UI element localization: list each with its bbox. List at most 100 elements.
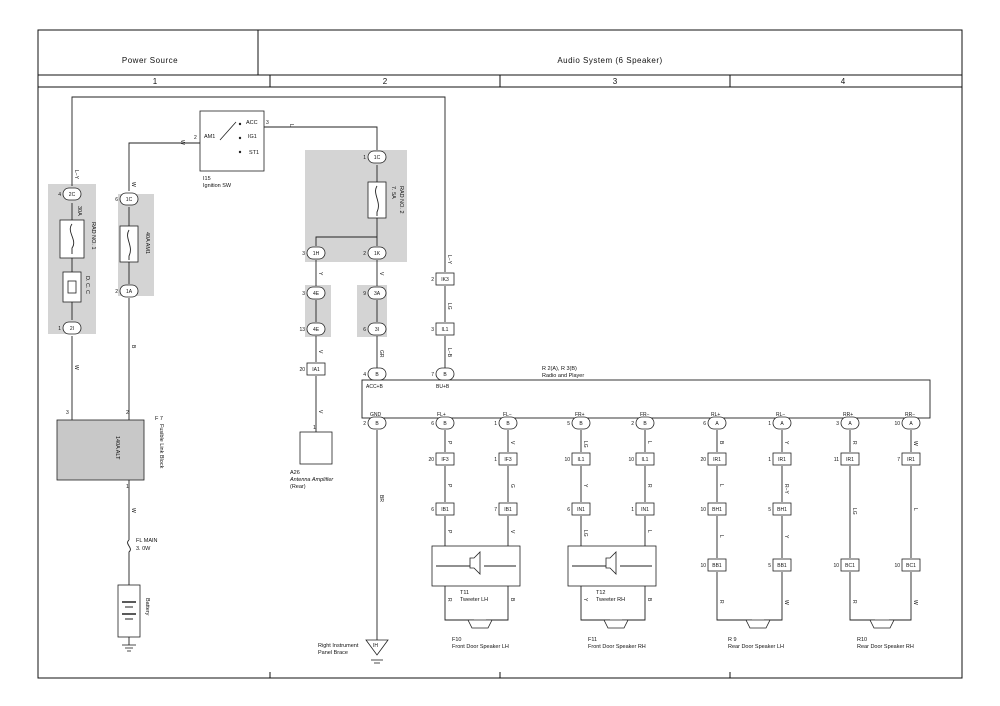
front-lh-name: Front Door Speaker LH	[452, 644, 509, 650]
wire-color-label: W	[73, 365, 79, 370]
pin-number: 2	[115, 289, 118, 295]
wire-color-label: W	[179, 140, 185, 145]
connector-label: IL1	[642, 457, 649, 463]
wire-color-label: P	[446, 530, 452, 534]
ground-symbol	[365, 639, 389, 656]
pin-number: 5	[567, 421, 570, 427]
pin-number: 2	[363, 421, 366, 427]
pin-number: 3	[302, 251, 305, 257]
connector-label: IF3	[504, 457, 511, 463]
wire-color-label: R−Y	[783, 484, 789, 495]
front-door-speaker-rh-icon	[603, 619, 629, 629]
fl-main-rating: 3. 0W	[136, 546, 151, 552]
ignition-am1: AM1	[204, 134, 215, 140]
ignition-ig1: IG1	[248, 134, 257, 140]
ground-name2: Panel Brace	[318, 650, 348, 656]
wire-color-label: L	[718, 535, 724, 538]
ignition-st1: ST1	[249, 150, 259, 156]
connector: B2	[631, 416, 655, 430]
pin-number: 13	[299, 327, 305, 333]
wire-color-label: GR	[378, 350, 384, 358]
wire-color-label: B	[130, 345, 136, 349]
fuse-rad2-rating: 7. 5A	[390, 186, 396, 199]
wire-color-label: L−Y	[446, 255, 452, 265]
tweeter-rh-name: Tweeter RH	[596, 597, 625, 603]
pin-number: 2	[631, 421, 634, 427]
ignition-acc: ACC	[246, 120, 258, 126]
connector-label: B	[579, 421, 583, 427]
pin-number: 5	[768, 507, 771, 513]
connector: B5	[567, 416, 591, 430]
pin-number: 10	[628, 457, 634, 463]
wire-color-label: LG	[582, 530, 588, 537]
connector: BC1 10	[894, 558, 921, 572]
column-4-label: 4	[841, 77, 846, 86]
connector: B7	[431, 367, 455, 381]
fusible-pin: 2	[126, 410, 129, 416]
pin-number: 20	[700, 457, 706, 463]
antenna-amplifier-box	[299, 431, 333, 465]
junction-block-shade	[305, 150, 407, 262]
pin-number: 1	[363, 155, 366, 161]
tweeter-lh-id: T11	[460, 590, 469, 596]
wire-color-label: L	[646, 441, 652, 444]
header-audio-system: Audio System (6 Speaker)	[557, 56, 662, 65]
ground-name: Right Instrument	[318, 643, 359, 649]
connector-label: A	[715, 421, 719, 427]
fusible-link-block	[56, 419, 145, 481]
wire-color-label: V	[509, 530, 515, 534]
wire-color-label: Y	[317, 272, 323, 276]
wire-color-label: Y	[783, 535, 789, 539]
pin-number: 10	[894, 563, 900, 569]
battery-label: Battery	[144, 598, 150, 616]
fusible-pin: 1	[126, 484, 129, 490]
connector-label: BC1	[906, 563, 916, 569]
connector: B4	[363, 367, 387, 381]
rear-door-speaker-lh-icon	[745, 619, 771, 629]
pin-number: 4	[58, 192, 61, 198]
connector-label: IN1	[577, 507, 585, 513]
connector-label: B	[443, 372, 447, 378]
connector: 2I1	[58, 321, 82, 335]
connector-label: IN1	[641, 507, 649, 513]
pin-number: 10	[700, 563, 706, 569]
rear-rh-id: R10	[857, 637, 867, 643]
radio-pin-fl-plus: FL+	[437, 412, 446, 418]
header-power-source: Power Source	[122, 56, 178, 65]
connector: 1H3	[302, 246, 326, 260]
front-door-speaker-lh-icon	[467, 619, 493, 629]
pin-number: 20	[428, 457, 434, 463]
connector-label: IR1	[846, 457, 854, 463]
connector-label: IR1	[778, 457, 786, 463]
wire-color-label: W	[912, 600, 918, 605]
connector: 1A2	[115, 284, 139, 298]
connector-label: B	[443, 421, 447, 427]
connector: A3	[836, 416, 860, 430]
tweeter-lh-name: Tweeter LH	[460, 597, 488, 603]
pin-number: 2	[363, 251, 366, 257]
pin-number: 2	[431, 277, 434, 283]
front-lh-id: F10	[452, 637, 461, 643]
ignition-name: Ignition SW	[203, 183, 232, 189]
wire-color-label: Y	[783, 441, 789, 445]
radio-id: R 2(A), R 3(B)	[542, 366, 577, 372]
wire-color-label: LG	[851, 508, 857, 515]
wire-color-label: B	[718, 441, 724, 445]
connector-label: 4E	[313, 327, 320, 333]
wire-color-label: V	[378, 272, 384, 276]
ignition-switch-box	[199, 110, 265, 172]
connector-label: A	[780, 421, 784, 427]
radio-pin-rr-minus: RR−	[905, 412, 915, 418]
